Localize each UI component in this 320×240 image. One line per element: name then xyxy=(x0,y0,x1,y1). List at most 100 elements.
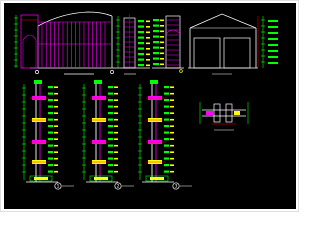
text-block xyxy=(54,164,58,166)
text-block xyxy=(164,164,169,167)
text-block xyxy=(48,151,53,154)
detail-marker-number: 3 xyxy=(175,184,178,190)
text-block xyxy=(170,157,174,160)
text-block xyxy=(108,125,113,128)
text-block xyxy=(114,164,118,166)
text-block xyxy=(138,31,144,34)
text-block xyxy=(114,151,118,153)
rear-elevation xyxy=(152,15,184,73)
text-block xyxy=(54,105,58,108)
text-block xyxy=(153,30,159,33)
text-block xyxy=(138,25,144,28)
text-block xyxy=(153,35,159,38)
text-block xyxy=(54,86,58,88)
text-block xyxy=(160,30,164,33)
detail-marker-number: 2 xyxy=(117,184,120,190)
roof-cap xyxy=(150,80,158,84)
text-block xyxy=(108,112,113,115)
text-block xyxy=(114,118,118,121)
text-block xyxy=(160,25,164,27)
text-block xyxy=(54,125,58,127)
text-block xyxy=(160,63,164,66)
column-section xyxy=(225,103,233,123)
connection-detail xyxy=(199,102,249,131)
text-block xyxy=(114,138,118,140)
text-block xyxy=(268,56,278,58)
text-block xyxy=(138,36,144,39)
axis-bubble xyxy=(179,69,183,73)
text-block xyxy=(164,99,169,102)
section-detail-3: 3 xyxy=(138,80,192,190)
text-block xyxy=(108,92,113,95)
text-block xyxy=(164,151,169,154)
text-block xyxy=(54,112,58,114)
text-block xyxy=(114,92,118,95)
text-block xyxy=(170,125,174,127)
text-block xyxy=(138,58,144,61)
text-block xyxy=(48,118,53,121)
text-block xyxy=(138,53,144,56)
text-block xyxy=(164,92,169,95)
detail-marker xyxy=(172,182,180,190)
text-block xyxy=(153,63,159,66)
foundation xyxy=(145,175,169,182)
detail-marker xyxy=(114,182,122,190)
text-block xyxy=(268,20,278,22)
text-block xyxy=(54,151,58,153)
text-block xyxy=(146,20,150,23)
section-detail-2: 2 xyxy=(82,80,134,190)
text-block xyxy=(48,170,53,173)
text-block xyxy=(170,131,174,134)
text-block xyxy=(170,118,174,121)
axis-bubble xyxy=(35,70,39,74)
text-block xyxy=(108,151,113,154)
text-block xyxy=(170,151,174,153)
text-block xyxy=(164,170,169,173)
text-block xyxy=(164,144,169,147)
foundation xyxy=(89,175,113,182)
text-block xyxy=(170,86,174,88)
foundation-fill xyxy=(150,177,164,180)
foundation-fill xyxy=(34,177,48,180)
text-block xyxy=(160,36,164,38)
text-block xyxy=(164,131,169,134)
tower xyxy=(20,14,39,69)
text-block xyxy=(54,170,58,173)
text-block xyxy=(164,118,169,121)
text-block xyxy=(170,138,174,140)
text-block xyxy=(170,170,174,173)
text-block xyxy=(146,59,150,61)
text-block xyxy=(164,157,169,160)
text-block xyxy=(108,131,113,134)
text-block xyxy=(48,164,53,167)
text-block xyxy=(146,42,150,45)
side-elevation xyxy=(116,14,150,75)
text-block xyxy=(170,99,174,101)
text-block xyxy=(114,99,118,101)
text-block xyxy=(48,105,53,108)
text-block xyxy=(164,138,169,141)
text-block xyxy=(268,38,278,40)
text-block xyxy=(153,19,159,22)
text-block xyxy=(54,92,58,95)
text-block xyxy=(160,47,164,49)
text-block xyxy=(153,46,159,49)
text-block xyxy=(164,86,169,89)
text-block xyxy=(114,125,118,127)
text-block xyxy=(114,131,118,134)
text-block xyxy=(146,53,150,56)
text-block xyxy=(153,24,159,27)
text-block xyxy=(114,170,118,173)
text-block xyxy=(114,157,118,160)
text-block xyxy=(48,112,53,115)
text-block xyxy=(108,105,113,108)
text-block xyxy=(164,105,169,108)
text-block xyxy=(268,32,278,34)
text-block xyxy=(268,26,278,28)
text-block xyxy=(108,86,113,89)
text-block xyxy=(54,157,58,160)
text-block xyxy=(138,47,144,50)
end-elevation xyxy=(188,13,278,75)
roof-cap xyxy=(94,80,102,84)
cad-drawing: 1 2 3 xyxy=(0,0,299,212)
